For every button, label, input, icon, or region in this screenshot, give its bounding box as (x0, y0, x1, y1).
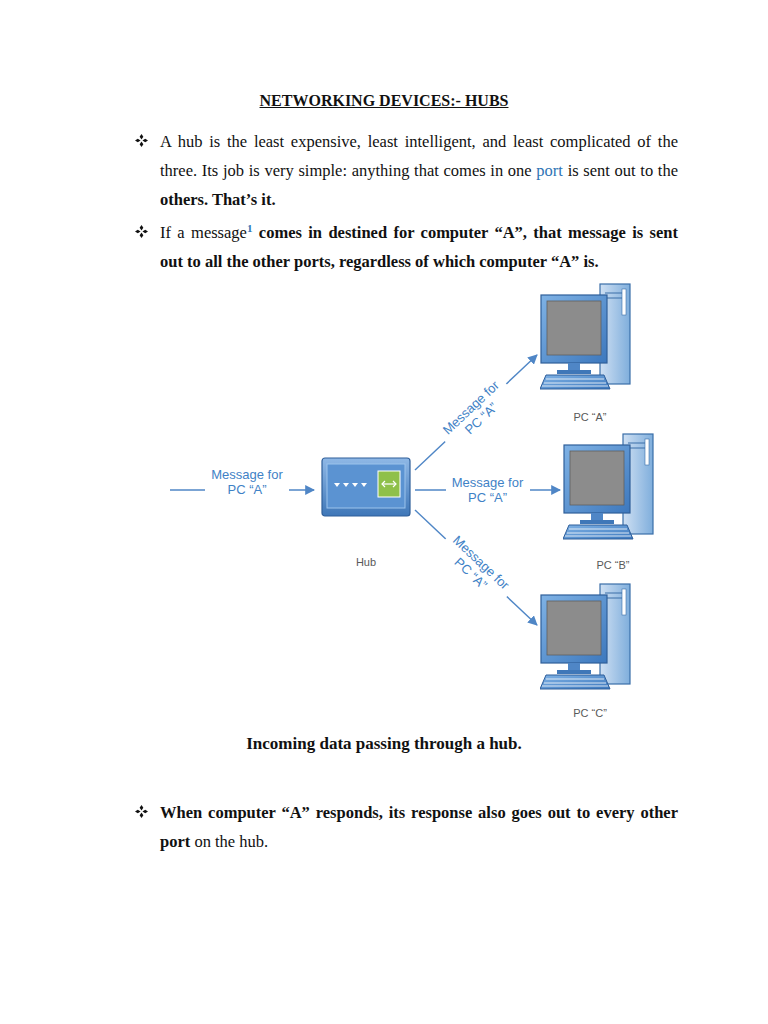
caption-row: Incoming data passing through a hub. (0, 734, 768, 754)
message-label: Message for PC “A” (205, 467, 289, 497)
signal-arrow (415, 355, 537, 470)
message-label: Message for PC “A” (446, 475, 530, 505)
message-label: Message for PC “A” (435, 528, 517, 607)
pc-icon (563, 433, 663, 543)
link-text: port (536, 161, 563, 180)
bullet-glyph (135, 134, 148, 147)
pc-icon (540, 283, 640, 393)
device-label: PC “C” (540, 583, 640, 719)
figure-caption: Incoming data passing through a hub. (246, 734, 522, 753)
bullet-glyph (135, 805, 148, 818)
device-label: PC “B” (563, 433, 663, 571)
message-label: Message for PC “A” (435, 373, 517, 452)
bullet-glyph (135, 225, 148, 238)
body-text: on the hub. (194, 832, 268, 851)
body-text: is sent out to the (568, 161, 678, 180)
body-text: others. That’s it. (160, 190, 276, 209)
footnote-mark: 1 (247, 222, 253, 234)
computer: PC “B” (563, 433, 663, 571)
device-label: PC “A” (540, 283, 640, 423)
body-text: If a message (160, 223, 247, 242)
bullet-paragraph: When computer “A” responds, its response… (160, 798, 678, 856)
computer: PC “A” (540, 283, 640, 423)
computer: PC “C” (540, 583, 640, 719)
signal-arrow (415, 510, 537, 625)
bullet-paragraph: A hub is the least expensive, least inte… (160, 127, 678, 214)
page-title: NETWORKING DEVICES:- HUBS (260, 92, 509, 109)
hub-device: Hub (320, 456, 412, 568)
hub-icon (320, 456, 412, 518)
device-label: Hub (320, 456, 412, 568)
pc-icon (540, 583, 640, 693)
bullet-paragraph: If a message1 comes in destined for comp… (160, 218, 678, 276)
title-row: NETWORKING DEVICES:- HUBS (0, 92, 768, 110)
